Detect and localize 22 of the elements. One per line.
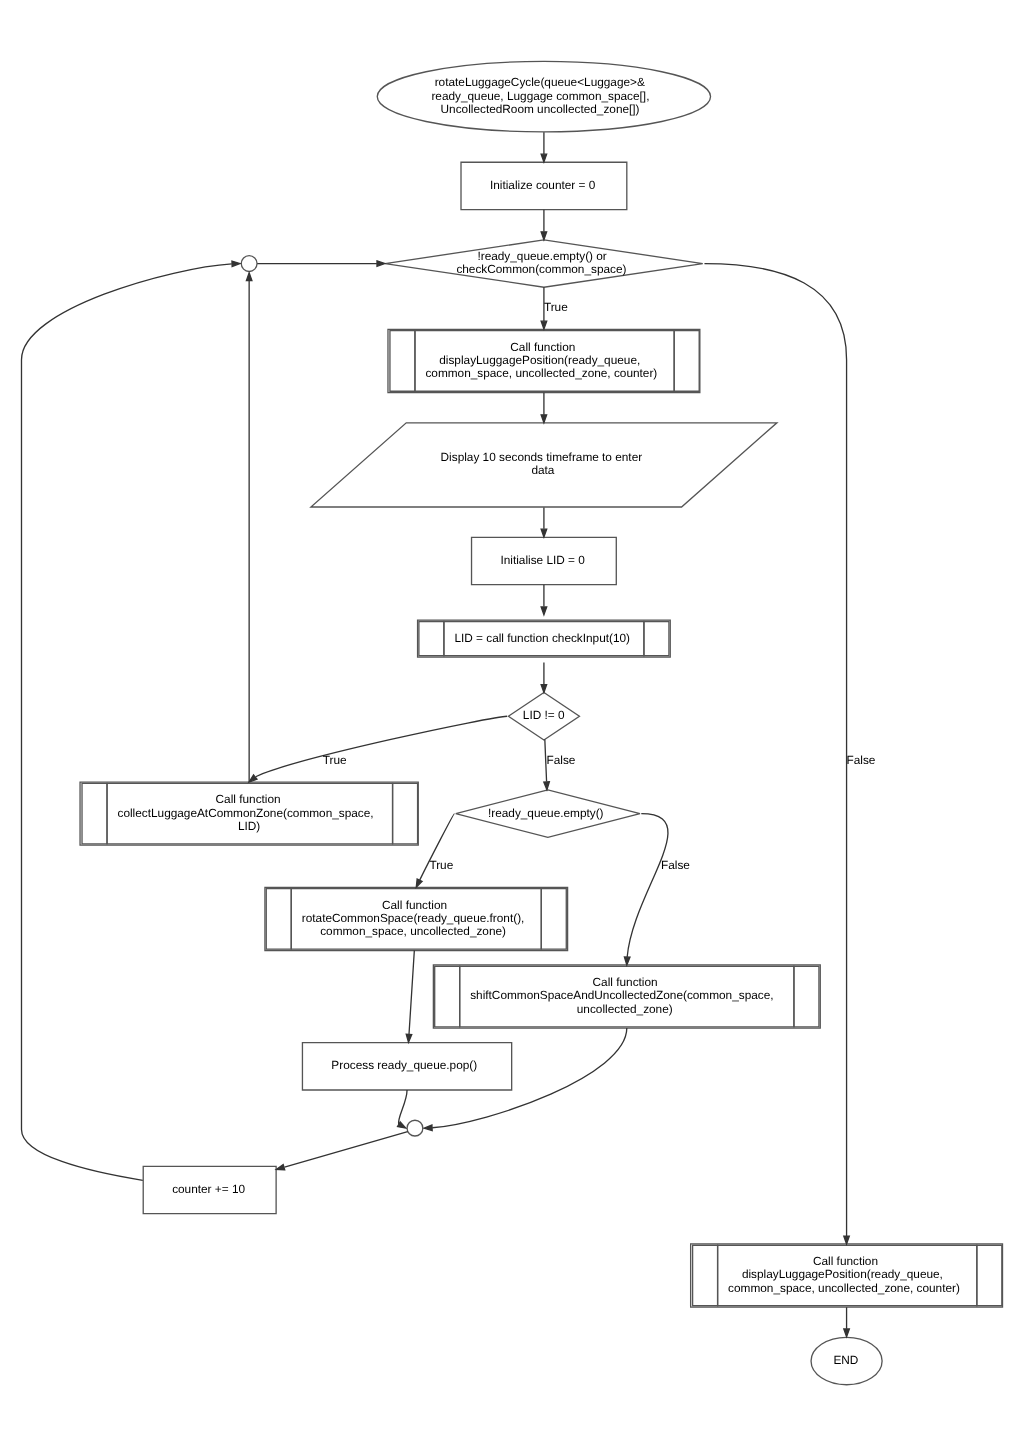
arrow (540, 583, 548, 616)
arrow (540, 660, 548, 694)
node-circle (406, 1118, 424, 1136)
arrow (247, 714, 508, 783)
arrow (405, 948, 415, 1044)
arrow (415, 811, 456, 889)
arrow (540, 285, 548, 331)
arrow (20, 259, 242, 1180)
arrow (623, 811, 669, 966)
node-circle (240, 254, 258, 272)
arrow (842, 1305, 851, 1338)
arrow (256, 258, 387, 267)
arrow (422, 1026, 628, 1131)
arrow (274, 1129, 409, 1170)
arrow (540, 130, 548, 164)
arrow (540, 391, 548, 424)
arrow (703, 261, 851, 1245)
arrow (540, 505, 548, 539)
arrow (245, 269, 253, 782)
arrow (542, 737, 551, 791)
arrow (396, 1088, 408, 1129)
arrow (540, 208, 548, 241)
